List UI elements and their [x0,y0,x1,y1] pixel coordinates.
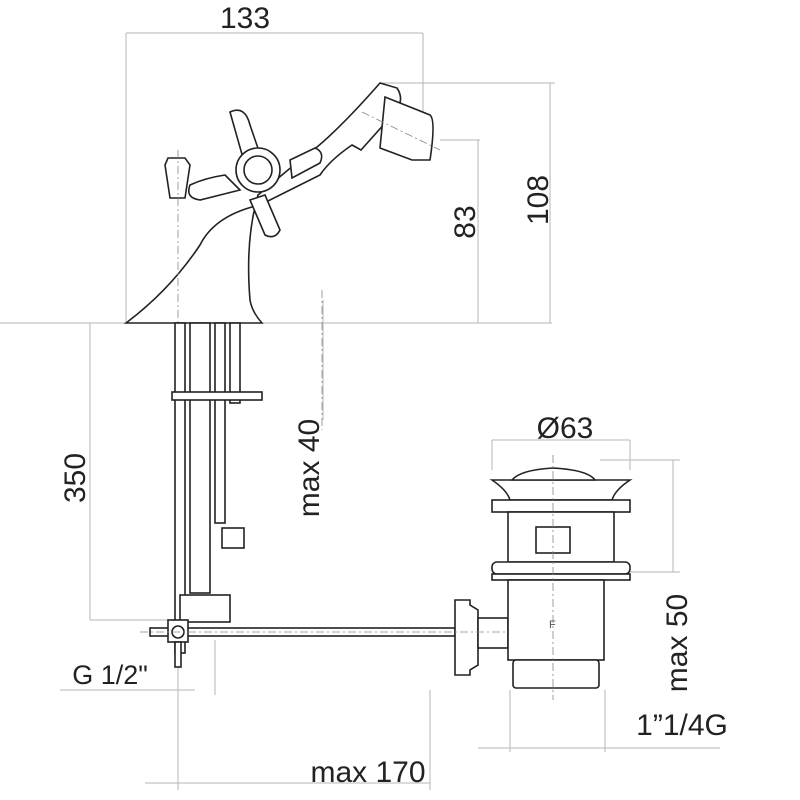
faucet-body [123,82,441,330]
dimension-max-40: max 40 [293,419,326,517]
pop-up-rod [140,599,520,676]
nozzle [379,95,434,161]
dimension-83: 83 [449,205,482,238]
pop-up-drain: F [489,455,633,700]
dimension-max-50: max 50 [661,594,694,692]
dimension-g-1-2: G 1/2" [72,660,148,690]
dimension-108: 108 [522,175,555,225]
dimension-lines [0,32,720,790]
cross-handle [187,109,323,238]
drain-mark: F [549,619,556,631]
lever-handle [164,157,191,199]
dimension-thread-1-1-4g: 1”1/4G [636,709,728,742]
rod-nut [454,599,479,676]
dimension-133: 133 [220,2,270,35]
dimension-diameter-63: Ø63 [537,412,594,445]
dimension-350: 350 [59,453,92,503]
dimension-max-170: max 170 [310,756,425,789]
